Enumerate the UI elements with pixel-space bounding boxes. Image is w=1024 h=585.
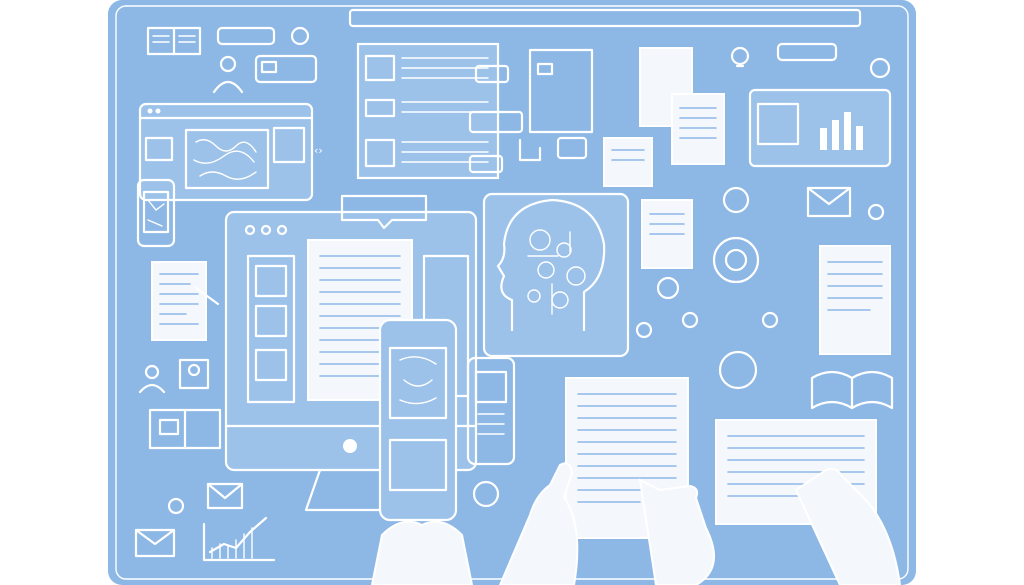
user-icon [635,203,885,339]
smartphone-icon [136,178,176,248]
code-brackets-icon: ‹› [314,144,323,157]
chat-bubble-icon [340,194,428,230]
book-icon [146,26,202,56]
envelope-icon [134,482,244,558]
label-box [216,26,276,46]
label-box [776,42,838,62]
document-icon [151,261,220,341]
user-icon [167,497,185,515]
hand-icon [370,462,902,585]
top-address-bar [348,8,862,28]
bar-chart-icon [202,516,276,562]
flow-buttons [468,48,594,174]
chat-bubble-icon [254,54,318,84]
book-icon [148,408,222,450]
gear-icon [472,186,760,508]
monitor-icon [138,102,314,202]
book-icon [810,370,894,410]
envelope-icon [806,186,852,218]
smartphone-icon [378,318,458,522]
bar-chart-icon [748,88,892,168]
document-icon [603,47,725,187]
smartphone-icon [466,356,516,466]
head-brain-icon [482,192,630,358]
user-icon [212,55,244,94]
lightbulb-icon [730,46,750,68]
user-icon [138,358,210,394]
clock-icon [869,57,891,79]
user-icon [290,26,310,46]
document-icon [641,199,891,355]
